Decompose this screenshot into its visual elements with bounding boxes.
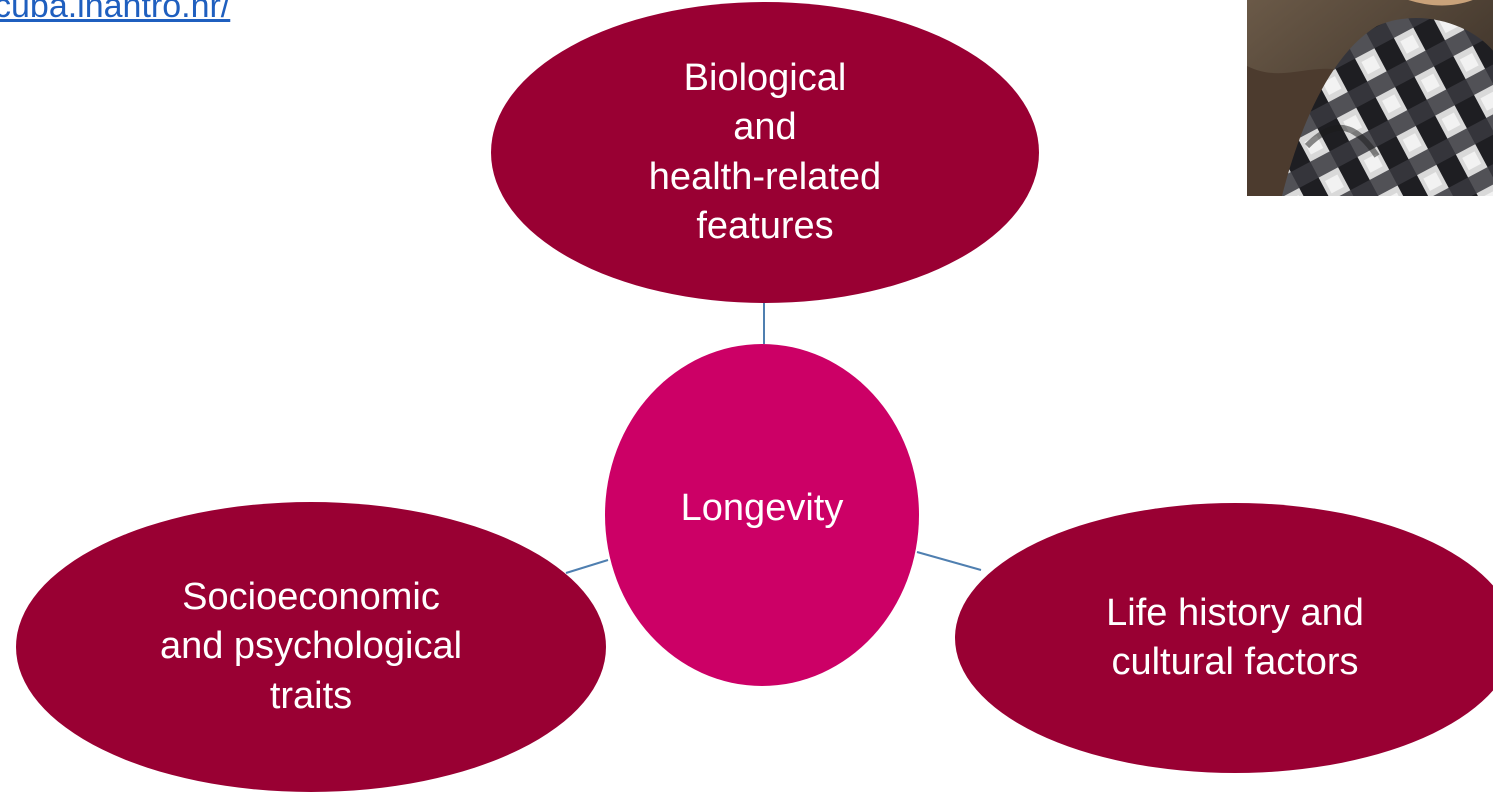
biological-health-node: Biological and health-related features [491, 2, 1039, 303]
longevity-label: Longevity [680, 487, 844, 530]
life-history-cultural-label: Life history and cultural factors [1106, 591, 1364, 683]
connector-left [565, 559, 609, 574]
person-photo [1247, 0, 1493, 196]
biological-health-label: Biological and health-related features [648, 56, 882, 247]
plaid-shirt-image [1247, 0, 1493, 196]
longevity-node: Longevity [605, 344, 919, 686]
life-history-cultural-node: Life history and cultural factors [955, 503, 1493, 773]
socioeconomic-psychological-node: Socioeconomic and psychological traits [16, 502, 606, 792]
connector-right [916, 551, 982, 571]
website-link[interactable]: cuba.inantro.hr/ [0, 0, 231, 25]
socioeconomic-psychological-label: Socioeconomic and psychological traits [159, 575, 463, 717]
